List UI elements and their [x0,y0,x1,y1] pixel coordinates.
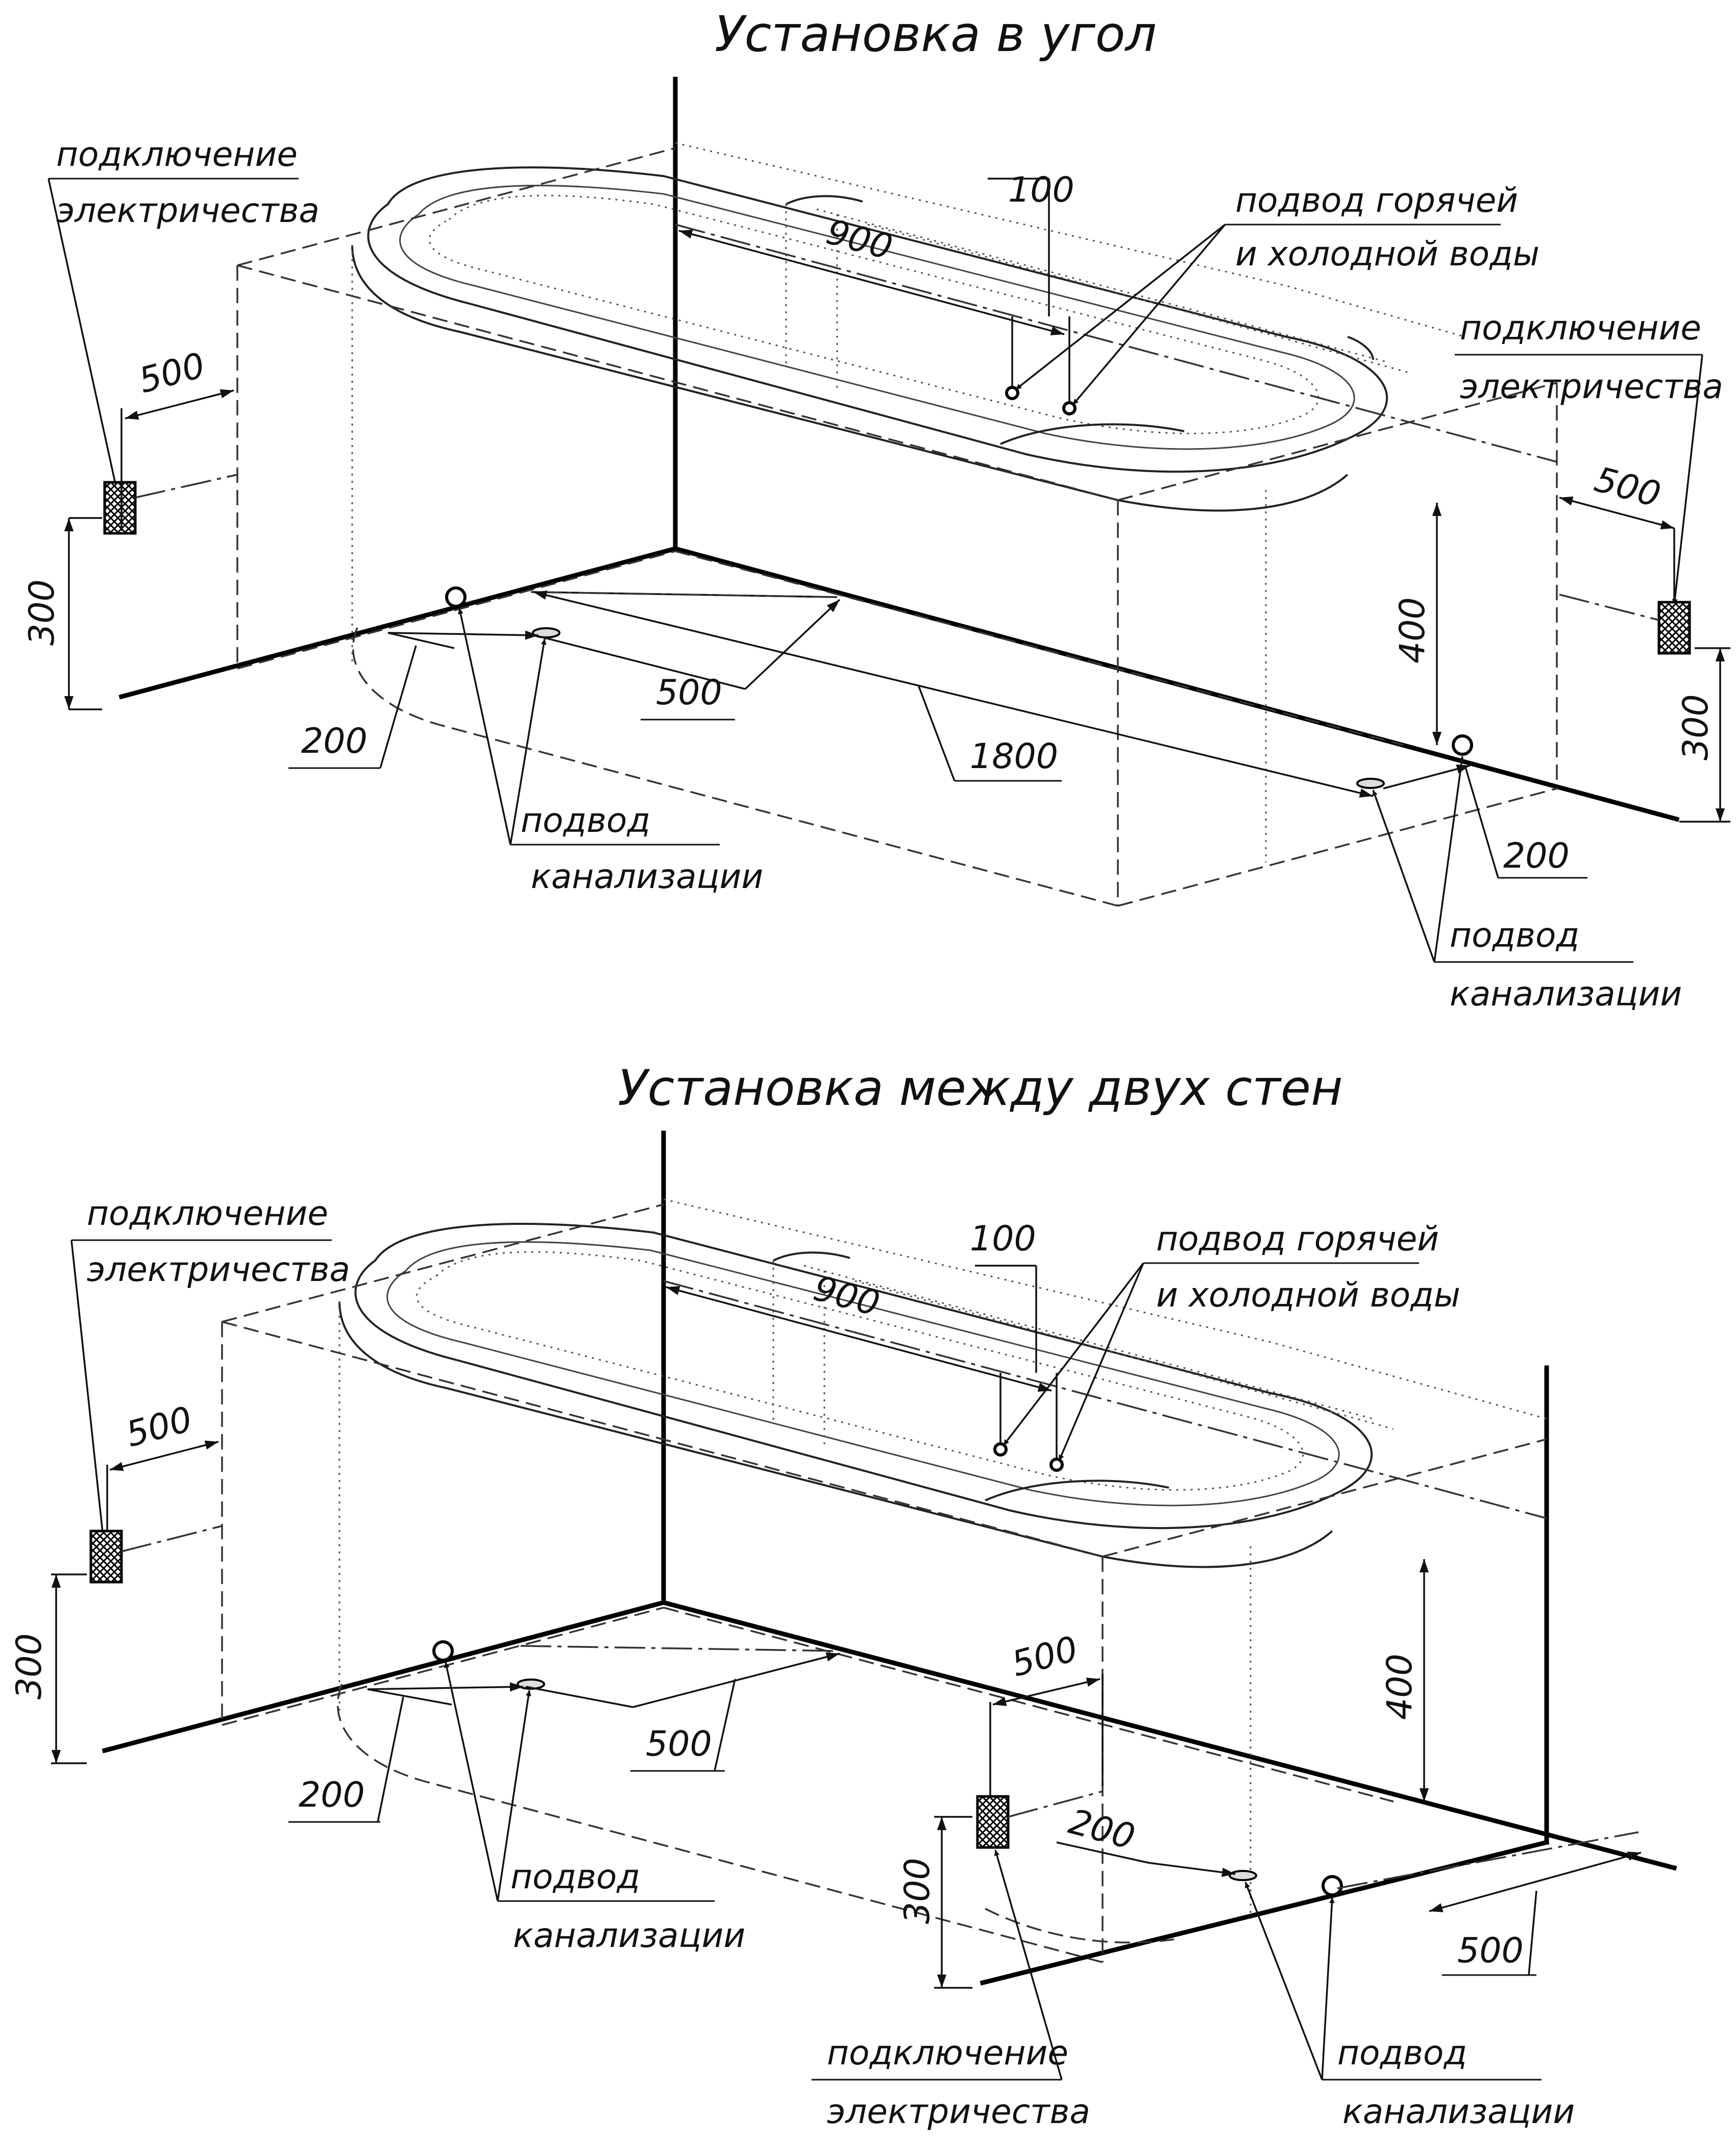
electricity-label-line2: электричества [87,1250,350,1289]
drain-right-group: 200 подвод канализации [1356,734,1682,1014]
sewer-label-line2: канализации [531,857,763,896]
electricity-label-line2: электричества [827,2092,1090,2131]
wall-right-floor [661,1599,1677,1871]
sewer-label-line1: подвод [1450,916,1579,955]
electricity-label-line2: электричества [56,191,320,230]
water-label-line1: подвод горячей [1235,181,1518,220]
dim-500-elec-right: 500 [1591,459,1665,515]
drain-outlet-icon [1229,1870,1257,1881]
dim-300-elec-left: 300 [22,579,62,646]
dim-400: 400 [1380,1654,1420,1720]
sewer-label-line2: канализации [1342,2092,1575,2131]
sewer-label-line2: канализации [1450,974,1682,1014]
sewer-label-line1: подвод [521,801,650,840]
electricity-label-line1: подключение [1460,308,1701,348]
bathtub [338,1198,1547,1919]
electricity-bottom: 500 300 подключение электричества [812,1629,1104,2131]
dim-500-elec-left: 500 [135,346,209,402]
view-corner: Установка в угол [22,6,1730,1014]
sewer-pipe-icon [1322,1875,1343,1896]
drain-left-group: 500 200 подвод канализации [288,1640,840,1955]
dim-400: 400 [1392,597,1433,663]
electricity-right: подключение электричества 500 300 [1455,308,1730,823]
view-title: Установка в угол [715,6,1157,63]
electricity-label-line1: подключение [56,135,298,174]
dim-300-elec-bottom: 300 [897,1858,938,1924]
dim-900: 900 [810,1268,884,1324]
dim-300-elec-right: 300 [1676,694,1716,760]
dim-500-drain-left: 500 [646,1724,712,1764]
dim-line-900 [678,229,1065,336]
water-label-line2: и холодной воды [1156,1275,1460,1315]
dim-200-drain-left: 200 [301,721,368,761]
dim-500-elec-bottom: 500 [1008,1629,1082,1685]
view-between-walls: Установка между двух стен [9,1059,1677,2131]
electricity-left: подключение электричества 500 300 [22,135,320,710]
electricity-label-line1: подключение [827,2033,1068,2073]
dim-500-elec-left: 500 [122,1399,197,1456]
dim-500-drain-right: 500 [1457,1931,1524,1971]
view-title: Установка между двух стен [618,1059,1343,1117]
cold-water-inlet-icon [1049,1458,1064,1472]
water-leader [1015,224,1226,390]
electricity-left: подключение электричества 500 300 [9,1194,350,1764]
sewer-pipe-icon [445,586,467,608]
sewer-label-line1: подвод [510,1857,640,1896]
water-label-line1: подвод горячей [1156,1219,1439,1259]
dim-200-drain-left: 200 [299,1775,365,1815]
drain-left-group: 500 200 1800 подвод канализации [288,586,1374,896]
wall-left-floor [118,546,678,700]
sewer-pipe-icon [1452,734,1473,756]
electricity-label-line1: подключение [87,1194,328,1233]
dim-100: 100 [1008,170,1074,210]
sewer-label-line1: подвод [1337,2033,1467,2073]
drain-right-group: 200 500 подвод канализации [1056,1802,1642,2131]
dim-900: 900 [822,212,897,268]
dim-300-elec-left: 300 [9,1633,50,1699]
water-centerline [663,1280,1547,1519]
dim-100: 100 [970,1219,1036,1259]
bounding-box [221,1203,1547,1963]
electricity-label-line2: электричества [1460,367,1723,406]
drain-outlet-icon [1356,778,1385,789]
sewer-label-line2: канализации [513,1916,745,1955]
dim-200-drain-right: 200 [1065,1802,1139,1858]
wall-left-floor [102,1599,667,1754]
dim-500-drain-left: 500 [656,673,722,713]
sewer-pipe-icon [432,1640,454,1662]
dim-200-drain-right: 200 [1503,836,1570,876]
water-label-line2: и холодной воды [1235,234,1539,274]
dim-1800: 1800 [970,736,1058,777]
